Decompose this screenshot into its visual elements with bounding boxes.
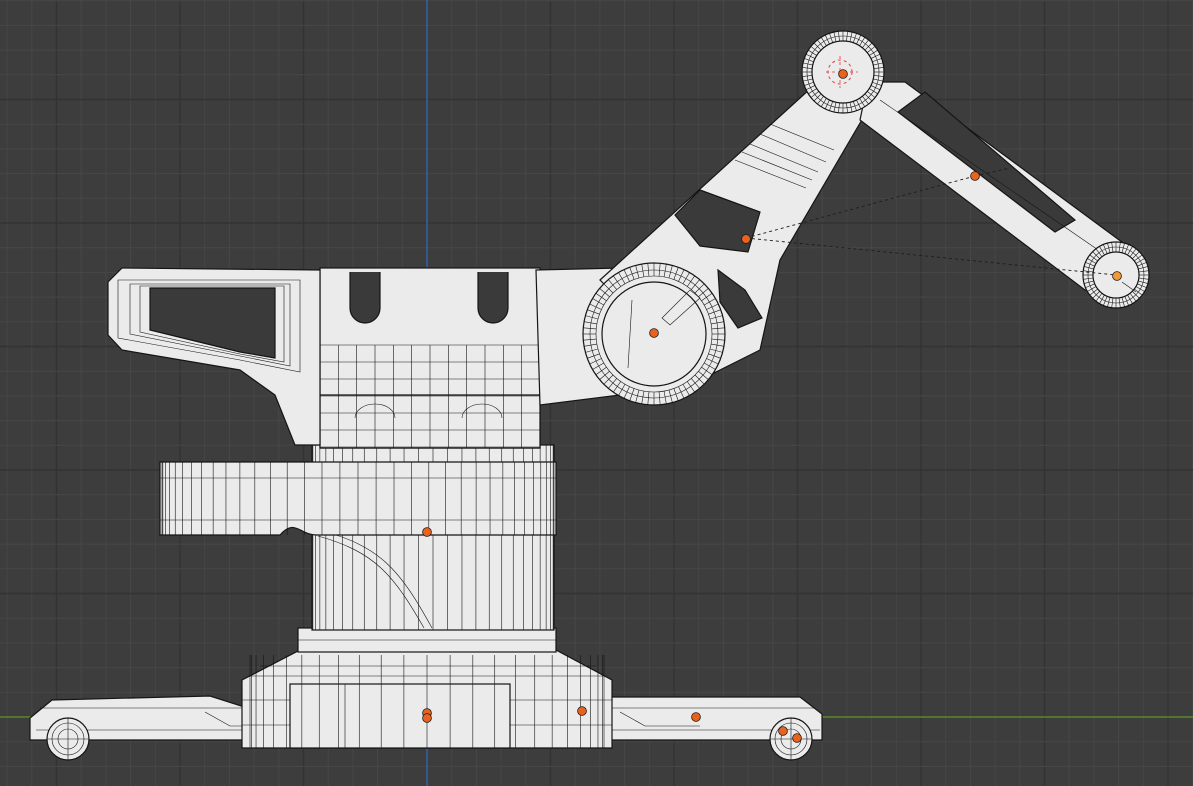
shoulder-joint-ticks xyxy=(583,263,725,405)
object-origin-point[interactable] xyxy=(792,733,802,743)
left-wheel[interactable] xyxy=(46,717,90,761)
right-wheel[interactable] xyxy=(769,717,813,761)
object-origin-point[interactable] xyxy=(970,171,980,181)
column-ring[interactable] xyxy=(297,627,557,653)
pedestal-ribs xyxy=(249,655,605,748)
object-origins[interactable] xyxy=(422,69,1122,743)
object-origin-point[interactable] xyxy=(422,527,432,537)
object-origin-point[interactable] xyxy=(838,69,848,79)
object-origin-point[interactable] xyxy=(1112,271,1122,281)
object-origin-point[interactable] xyxy=(778,726,788,736)
turntable-flange[interactable] xyxy=(159,461,557,536)
object-origin-point[interactable] xyxy=(691,712,701,722)
wrist-joint-ticks xyxy=(1083,242,1149,308)
object-origin-point[interactable] xyxy=(741,234,751,244)
robot-arm-mesh[interactable] xyxy=(29,30,1150,761)
forearm[interactable] xyxy=(859,81,1131,301)
rear-bracket[interactable] xyxy=(107,267,321,446)
object-origin-point[interactable] xyxy=(649,328,659,338)
relationship-lines xyxy=(745,167,1117,276)
elbow-joint-ticks xyxy=(802,31,884,113)
object-origin-point[interactable] xyxy=(422,713,432,723)
shoulder-housing[interactable] xyxy=(319,267,541,449)
base-pedestal[interactable] xyxy=(241,649,613,749)
object-origin-point[interactable] xyxy=(577,706,587,716)
flange-ribs xyxy=(161,462,555,535)
